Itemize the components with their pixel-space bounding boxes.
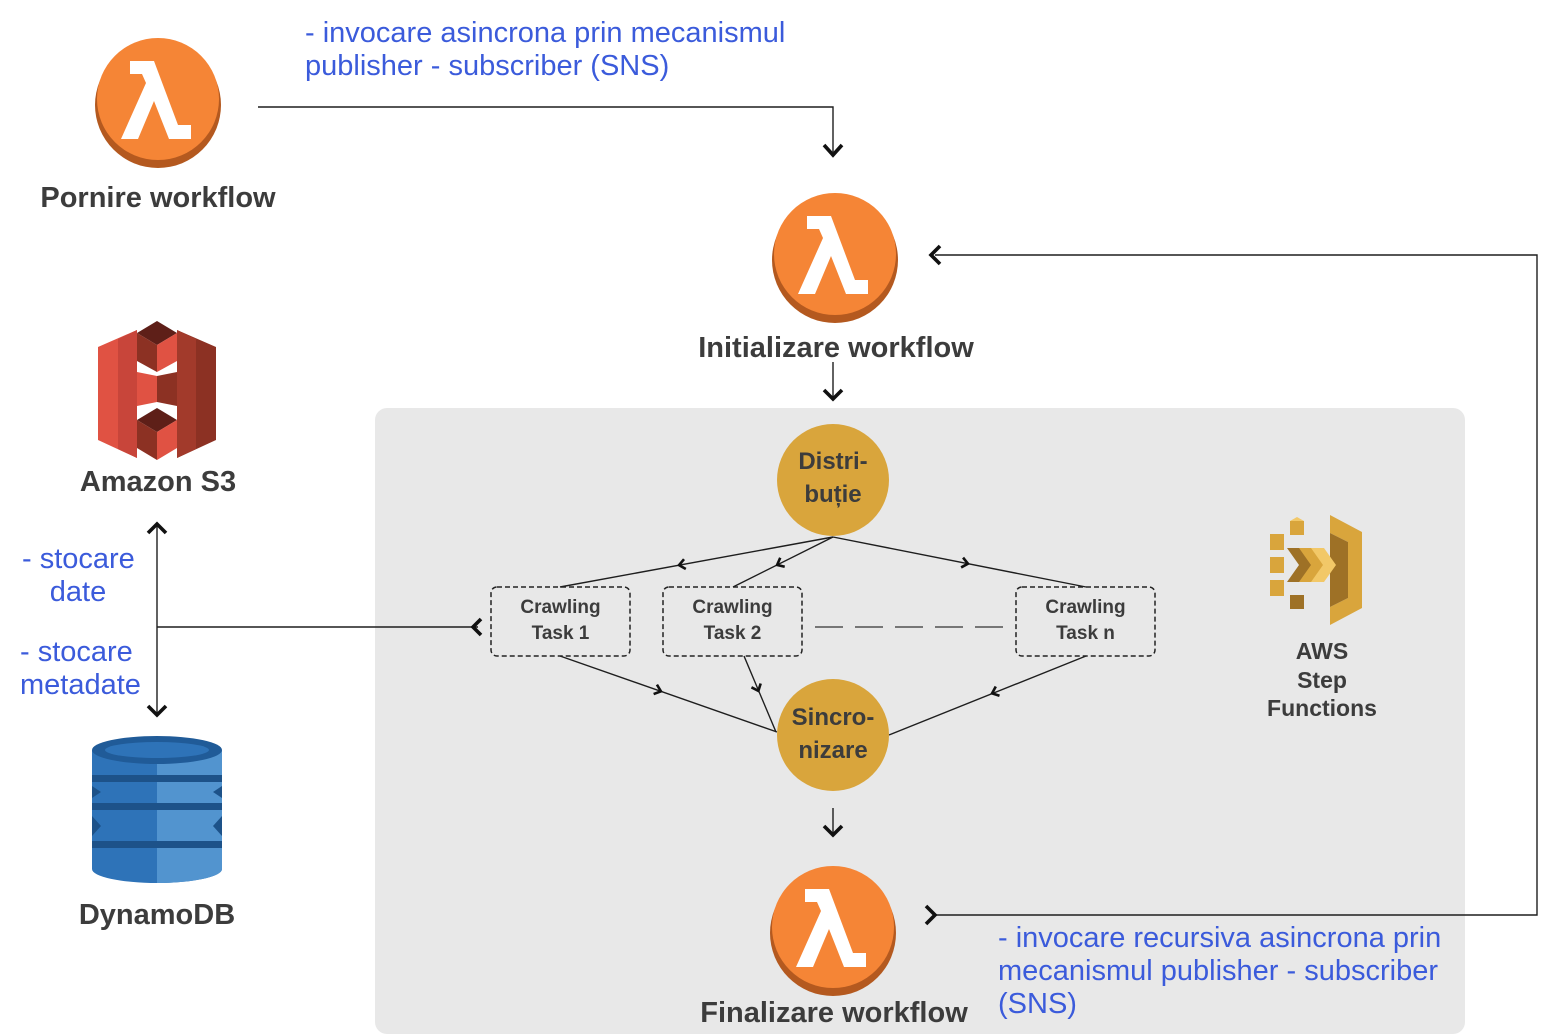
node-s3-label: Amazon S3 — [80, 466, 236, 498]
connector-storage — [146, 521, 483, 718]
task-1-box — [490, 586, 631, 657]
node-dynamodb: DynamoDB — [79, 736, 235, 931]
annotation-sns-invoke-line1: - invocare asincrona prin mecanismul — [305, 17, 785, 49]
lambda-icon — [770, 866, 896, 996]
sync-label-line1: Sincro- — [792, 704, 875, 731]
annotation-sns-invoke-line2: publisher - subscriber (SNS) — [305, 50, 669, 82]
node-finalize: Finalizare workflow — [700, 866, 968, 1029]
annotation-store-metadata-line2: metadate — [20, 669, 141, 701]
node-s3: Amazon S3 — [80, 321, 236, 498]
node-init-label: Initializare workflow — [698, 332, 974, 364]
step-functions-label-line2: Step — [1297, 667, 1347, 693]
connector-sync-to-finalize — [822, 808, 844, 838]
dynamodb-icon — [92, 736, 222, 883]
task-2-box — [662, 586, 803, 657]
annotation-store-metadata: - stocare metadate — [20, 636, 141, 701]
annotation-recursive-invoke-line1: - invocare recursiva asincrona prin — [998, 922, 1441, 954]
annotation-store-data-line1: - stocare — [22, 543, 135, 575]
distribution-label-line2: buție — [804, 481, 861, 508]
arrowhead-down — [822, 143, 844, 158]
task-2-label-line1: Crawling — [692, 597, 772, 618]
sync-label-line2: nizare — [798, 737, 867, 764]
arrowhead-up — [146, 521, 168, 535]
connector-task-2-to-sync — [743, 655, 777, 733]
task-n-label-line1: Crawling — [1045, 597, 1125, 618]
connector-distribution-to-task-n — [832, 536, 1087, 588]
node-start-label: Pornire workflow — [40, 182, 276, 214]
distribution-label-line1: Distri- — [798, 448, 867, 475]
arrowhead-small — [990, 685, 1000, 698]
node-finalize-label: Finalizare workflow — [700, 997, 968, 1029]
connector-task-n-to-sync — [888, 655, 1087, 736]
arrowhead-left — [470, 617, 483, 637]
annotation-recursive-invoke: - invocare recursiva asincrona prin meca… — [998, 922, 1441, 1020]
node-init: Initializare workflow — [698, 193, 974, 364]
connector-start-to-init — [258, 106, 844, 158]
connector-distribution-to-task-2 — [732, 536, 834, 588]
arrowhead-small — [750, 683, 762, 693]
node-start: Pornire workflow — [40, 38, 276, 214]
connector-init-to-distribution — [822, 362, 844, 402]
arrowhead-small — [960, 556, 970, 569]
task-1: Crawling Task 1 — [490, 586, 631, 657]
annotation-store-data-line2: date — [50, 576, 106, 608]
sync-circle — [777, 679, 889, 791]
distribution-circle — [777, 424, 889, 536]
arrowhead-down — [822, 388, 844, 402]
arrowhead-right — [924, 904, 938, 926]
task-1-label-line2: Task 1 — [532, 623, 590, 644]
task-2-label-line2: Task 2 — [704, 623, 762, 644]
step-functions-panel — [375, 408, 1465, 1034]
arrowhead-down — [822, 824, 844, 838]
connector-distribution-to-task-1 — [559, 536, 834, 588]
task-1-label-line1: Crawling — [520, 597, 600, 618]
node-dynamodb-label: DynamoDB — [79, 899, 235, 931]
annotation-recursive-invoke-line3: (SNS) — [998, 988, 1077, 1020]
arrowhead-small — [775, 557, 786, 568]
task-2: Crawling Task 2 — [662, 586, 803, 657]
s3-icon — [98, 321, 216, 460]
step-functions-label-line3: Functions — [1267, 695, 1377, 721]
annotation-store-data: - stocare date — [22, 543, 135, 608]
step-functions-icon — [1270, 515, 1362, 625]
step-functions-label-line1: AWS — [1296, 638, 1348, 664]
connector-task-1-to-sync — [559, 655, 778, 733]
annotation-store-metadata-line1: - stocare — [20, 636, 133, 668]
node-step-functions: AWS Step Functions — [1267, 515, 1377, 721]
annotation-recursive-invoke-line2: mecanismul publisher - subscriber — [998, 955, 1438, 987]
connector-finalize-recursive-to-init — [924, 244, 1538, 926]
arrowhead-left — [928, 244, 942, 266]
annotation-sns-invoke: - invocare asincrona prin mecanismul pub… — [305, 17, 785, 82]
arrowhead-down — [146, 704, 168, 718]
arrowhead-small — [653, 683, 663, 696]
node-sync: Sincro- nizare — [777, 679, 889, 791]
task-n-label-line2: Task n — [1056, 623, 1115, 644]
arrowhead-small — [677, 558, 687, 571]
node-distribution: Distri- buție — [777, 424, 889, 536]
lambda-icon — [95, 38, 221, 168]
task-n: Crawling Task n — [1015, 586, 1156, 657]
task-n-box — [1015, 586, 1156, 657]
lambda-icon — [772, 193, 898, 323]
